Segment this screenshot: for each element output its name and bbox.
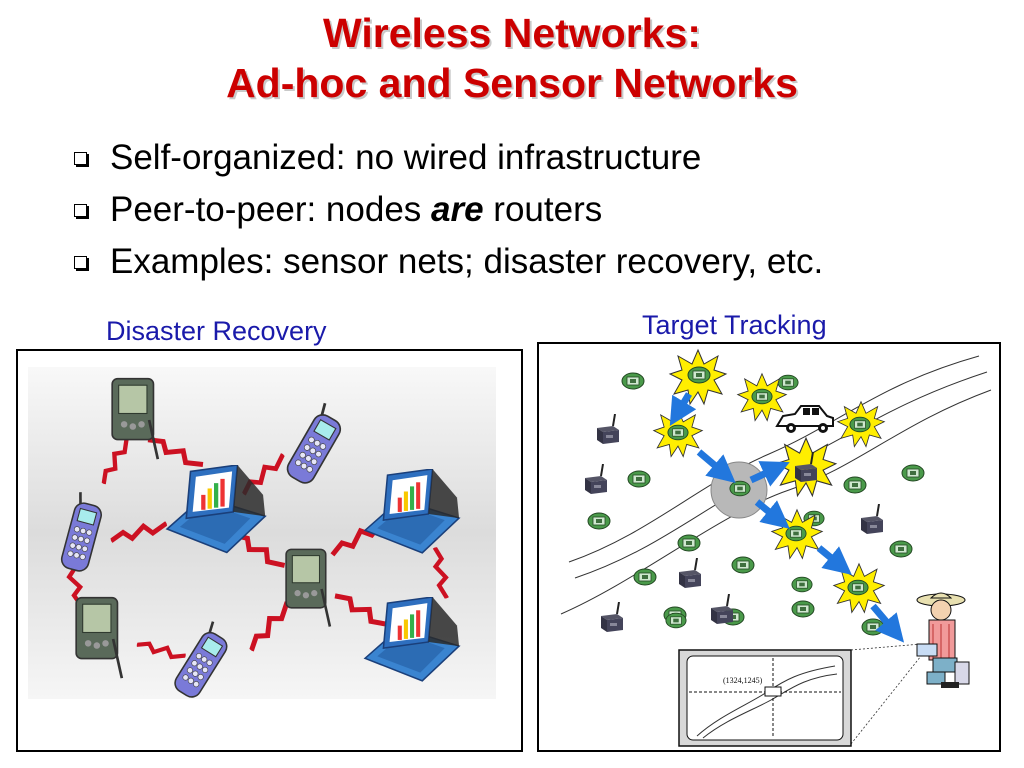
target-vehicle-icon <box>775 405 834 433</box>
bullet-item: Self-organized: no wired infrastructure <box>72 132 823 184</box>
target-tracking-figure: (1324,1245) <box>537 342 1001 752</box>
square-bullet-icon <box>74 152 87 165</box>
slide-title-line-2: Ad-hoc and Sensor Networks <box>226 60 798 106</box>
tracking-monitor-inset: (1324,1245) <box>678 649 852 747</box>
routing-arrows <box>669 392 905 643</box>
square-bullet-icon <box>74 204 87 217</box>
bullet-list: Self-organized: no wired infrastructure … <box>72 132 823 288</box>
square-bullet-icon <box>74 256 87 269</box>
monitor-view-lines <box>850 643 922 745</box>
operator-with-laptop <box>916 592 970 688</box>
disaster-recovery-figure <box>16 349 523 752</box>
target-coordinate-readout: (1324,1245) <box>723 676 763 685</box>
bullet-emphasis: are <box>431 190 484 229</box>
disaster-recovery-network-diagram <box>28 367 496 702</box>
disaster-recovery-caption: Disaster Recovery <box>106 316 327 346</box>
bullet-item: Examples: sensor nets; disaster recovery… <box>72 236 823 288</box>
target-tracking-sensor-field: (1324,1245) <box>560 349 992 747</box>
bullet-item: Peer-to-peer: nodes are routers <box>72 184 823 236</box>
gateway-nodes <box>584 414 884 633</box>
bullet-text: Self-organized: no wired infrastructure <box>110 138 702 177</box>
slide-title-line-1: Wireless Networks: <box>323 10 701 56</box>
bullet-text: Examples: sensor nets; disaster recovery… <box>110 242 824 281</box>
target-tracking-caption: Target Tracking <box>642 310 827 340</box>
bullet-text: Peer-to-peer: nodes <box>110 190 432 229</box>
bullet-text: routers <box>483 190 603 229</box>
